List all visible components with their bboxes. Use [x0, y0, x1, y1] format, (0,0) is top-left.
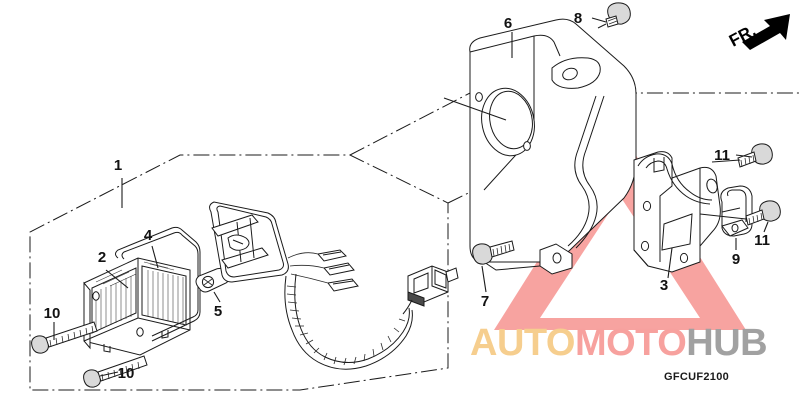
watermark-triangle	[494, 130, 746, 330]
callout-8: 8	[574, 10, 582, 27]
callout-6: 6	[504, 15, 512, 32]
bolt-part11-lower	[745, 200, 781, 226]
socket-and-harness-part1	[209, 201, 459, 370]
callout-10-upper: 10	[44, 305, 61, 322]
leader-lines	[53, 17, 769, 377]
watermark-group: AUTOMOTOHUB	[470, 130, 768, 364]
fr-arrow-icon	[742, 14, 790, 50]
watermark-part-moto: MOTO	[575, 322, 686, 364]
bolt-part8	[597, 2, 631, 29]
callout-2: 2	[98, 249, 106, 266]
watermark-part-auto: AUTO	[470, 322, 575, 364]
taillight-gasket-part4	[115, 226, 201, 342]
callout-9: 9	[732, 251, 740, 268]
watermark-part-hub: HUB	[686, 322, 767, 364]
callout-11-upper: 11	[714, 147, 730, 164]
callout-5: 5	[214, 303, 222, 320]
mounting-bracket-part3	[633, 151, 721, 273]
watermark-wordmark: AUTOMOTOHUB	[470, 322, 767, 364]
rear-cowl-part6	[469, 18, 637, 275]
callout-3: 3	[660, 277, 668, 294]
front-direction-marker: FR.	[726, 14, 790, 51]
callout-7: 7	[481, 293, 489, 310]
callout-10-lower: 10	[118, 365, 135, 382]
bolt-part7	[472, 240, 515, 265]
callout-4: 4	[144, 227, 153, 244]
screw-part10-upper	[31, 321, 98, 354]
wire-clip-part9	[720, 185, 753, 237]
bolt-part11-upper	[737, 143, 773, 168]
callout-labels: 1 2 3 4 5 6 7 8 9 10 10 11 11	[44, 10, 770, 382]
callout-1: 1	[114, 157, 122, 174]
part-code-label: GFCUF2100	[664, 371, 729, 383]
taillight-lens-part2	[83, 257, 191, 356]
screw-part10-lower	[83, 355, 148, 388]
callout-11-lower: 11	[754, 232, 770, 249]
